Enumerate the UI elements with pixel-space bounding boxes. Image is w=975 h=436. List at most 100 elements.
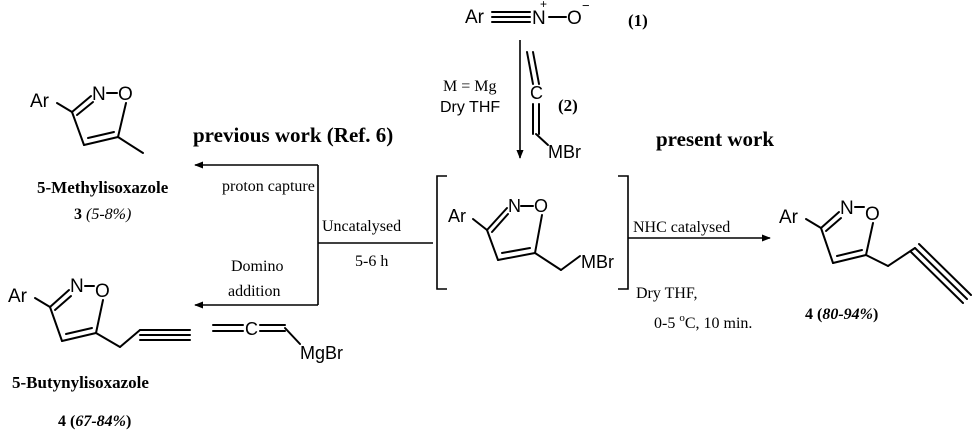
temperature-time-label: 0-5 oC, 10 min. <box>654 312 752 332</box>
previous-work-heading: previous work (Ref. 6) <box>193 123 393 147</box>
bond <box>805 218 822 229</box>
bond <box>95 332 121 348</box>
bond <box>486 207 508 231</box>
mbr-label: MBr <box>548 142 581 162</box>
magnesiated-isoxazole-intermediate: Ar N O MBr <box>436 175 629 290</box>
bond <box>491 213 509 233</box>
bond <box>910 251 964 304</box>
present-work-heading: present work <box>656 127 774 151</box>
product-4-left-label: 4 (67-84%) <box>58 413 131 430</box>
aryl-label: Ar <box>465 7 485 28</box>
product-3-label: 3 (5-8%) <box>74 206 131 223</box>
carbon-label: C <box>245 319 258 339</box>
bond <box>284 327 301 345</box>
allenyl-grignard-reagent: C (2) MBr <box>526 51 581 162</box>
oxygen-label: O <box>95 281 110 302</box>
bond <box>117 136 144 154</box>
reaction-time-label: 5-6 h <box>355 253 388 270</box>
bond <box>887 247 916 267</box>
carbon-label: C <box>530 83 543 103</box>
nitrogen-label: N <box>840 198 854 219</box>
bond <box>501 247 531 254</box>
bond <box>76 101 94 116</box>
bond <box>532 51 540 85</box>
bond <box>836 249 863 257</box>
product-4-left-name: 5-Butynylisoxazole <box>12 373 149 392</box>
bond <box>71 95 92 113</box>
positive-charge: + <box>540 0 547 11</box>
nitrogen-label: N <box>532 8 546 29</box>
bond <box>49 289 70 308</box>
bond <box>34 297 51 308</box>
catalyst-label: NHC catalysed <box>633 219 730 236</box>
product-4-right-yield: 80-94% <box>822 306 873 323</box>
aryl-label: Ar <box>779 207 799 228</box>
bond <box>534 214 543 254</box>
nitrogen-label: N <box>508 196 521 216</box>
nitrile-oxide-reagent: Ar N + O − (1) <box>465 0 648 30</box>
bond <box>825 217 842 232</box>
product-3-structure: Ar N O <box>30 84 144 154</box>
oxygen-label: O <box>534 196 548 216</box>
bond <box>535 133 549 146</box>
solvent-condition: Dry THF <box>440 99 500 116</box>
bond <box>117 102 127 138</box>
left-bracket <box>436 175 447 290</box>
compound-number-3: 3 <box>74 206 82 223</box>
product-3-name: 5-Methylisoxazole <box>37 178 169 197</box>
bond <box>820 227 834 264</box>
bond <box>61 332 97 342</box>
bond <box>865 222 874 256</box>
aryl-label: Ar <box>30 91 50 112</box>
bond <box>918 243 972 296</box>
mbr-label: MBr <box>581 252 614 272</box>
bond <box>526 51 534 85</box>
product-4-left-yield: 67-84% <box>75 413 126 430</box>
bond <box>54 295 72 311</box>
bond <box>914 247 968 300</box>
metal-condition: M = Mg <box>443 78 496 95</box>
product-3-yield: (5-8%) <box>86 206 131 223</box>
oxygen-label: O <box>118 84 133 105</box>
aryl-label: Ar <box>8 286 28 307</box>
bond <box>832 254 867 264</box>
bond <box>95 299 104 334</box>
uncatalysed-label: Uncatalysed <box>322 218 401 235</box>
product-4-right-label: 4 (80-94%) <box>805 306 878 323</box>
bond <box>820 211 840 229</box>
product-4-right-structure: Ar N O <box>779 198 972 304</box>
oxygen-label: O <box>567 8 582 29</box>
proton-capture-label: proton capture <box>222 178 315 195</box>
nitrogen-label: N <box>70 276 84 297</box>
compound-number-2: (2) <box>558 96 578 115</box>
compound-number-4: 4 <box>58 413 66 430</box>
bond <box>71 111 85 146</box>
allenyl-grignard-reagent-left: C MgBr <box>212 319 343 363</box>
domino-label: Domino <box>231 258 283 275</box>
compound-number-1: (1) <box>628 11 648 30</box>
bond <box>486 229 499 261</box>
product-4-left-structure: Ar N O <box>8 276 191 348</box>
mgbr-label: MgBr <box>300 343 343 363</box>
compound-number-4: 4 <box>805 306 813 323</box>
bond <box>472 218 488 231</box>
bond <box>534 252 562 271</box>
negative-charge: − <box>582 0 590 13</box>
addition-label: addition <box>228 283 280 300</box>
bond <box>865 254 889 267</box>
bond <box>83 136 119 146</box>
bond <box>56 102 73 113</box>
bond <box>497 252 536 261</box>
bond <box>560 255 581 271</box>
nitrogen-label: N <box>92 84 106 105</box>
right-bracket <box>618 175 629 290</box>
bond <box>65 327 93 335</box>
bond <box>49 306 63 342</box>
solvent-label: Dry THF, <box>636 285 698 302</box>
oxygen-label: O <box>865 204 880 225</box>
left-branch-arrows <box>194 161 433 309</box>
aryl-label: Ar <box>448 206 466 226</box>
bond <box>87 131 115 139</box>
bond <box>119 329 141 348</box>
